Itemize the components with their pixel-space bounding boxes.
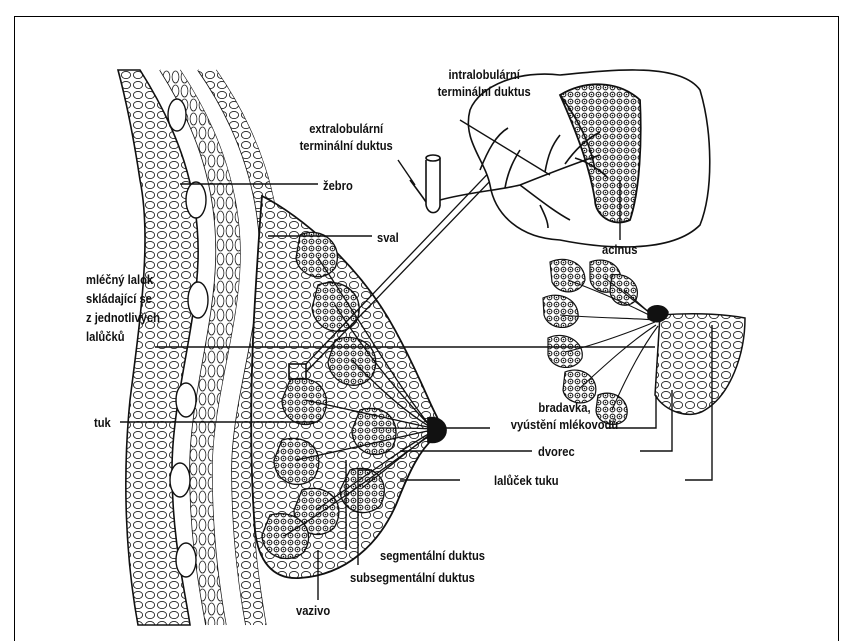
label-zebro: žebro (323, 177, 353, 194)
label-acinus: acinus (602, 241, 637, 258)
label-tuk: tuk (94, 414, 111, 431)
label-intralobular: intralobulární terminální duktus (438, 66, 531, 100)
label-sval: sval (377, 229, 399, 246)
label-lalok-line2: skládající se (86, 289, 160, 308)
label-extralobular-line2: terminální duktus (300, 137, 393, 154)
label-lalok-line1: mléčný lalok (86, 270, 160, 289)
label-extralobular-line1: extralobulární (300, 120, 393, 137)
label-bradavka-line2: vyústění mlékovodů (511, 416, 618, 433)
label-bradavka-line1: bradavka, (511, 399, 618, 416)
label-vazivo: vazivo (296, 602, 330, 619)
label-mlecny-lalok: mléčný lalok skládající se z jednotlivýc… (86, 270, 160, 346)
label-dvorec: dvorec (538, 443, 575, 460)
label-lalucek-tuku: lalůček tuku (494, 472, 559, 489)
label-bradavka: bradavka, vyústění mlékovodů (511, 399, 618, 433)
label-lalok-line3: z jednotlivých (86, 308, 160, 327)
breast-tissue (251, 196, 446, 578)
label-extralobular: extralobulární terminální duktus (300, 120, 393, 154)
label-intralobular-line1: intralobulární (438, 66, 531, 83)
label-segmentalni-duktus: segmentální duktus (380, 547, 485, 564)
label-lalok-line4: lalůčků (86, 327, 160, 346)
label-subsegmentalni-duktus: subsegmentální duktus (350, 569, 475, 586)
label-intralobular-line2: terminální duktus (438, 83, 531, 100)
